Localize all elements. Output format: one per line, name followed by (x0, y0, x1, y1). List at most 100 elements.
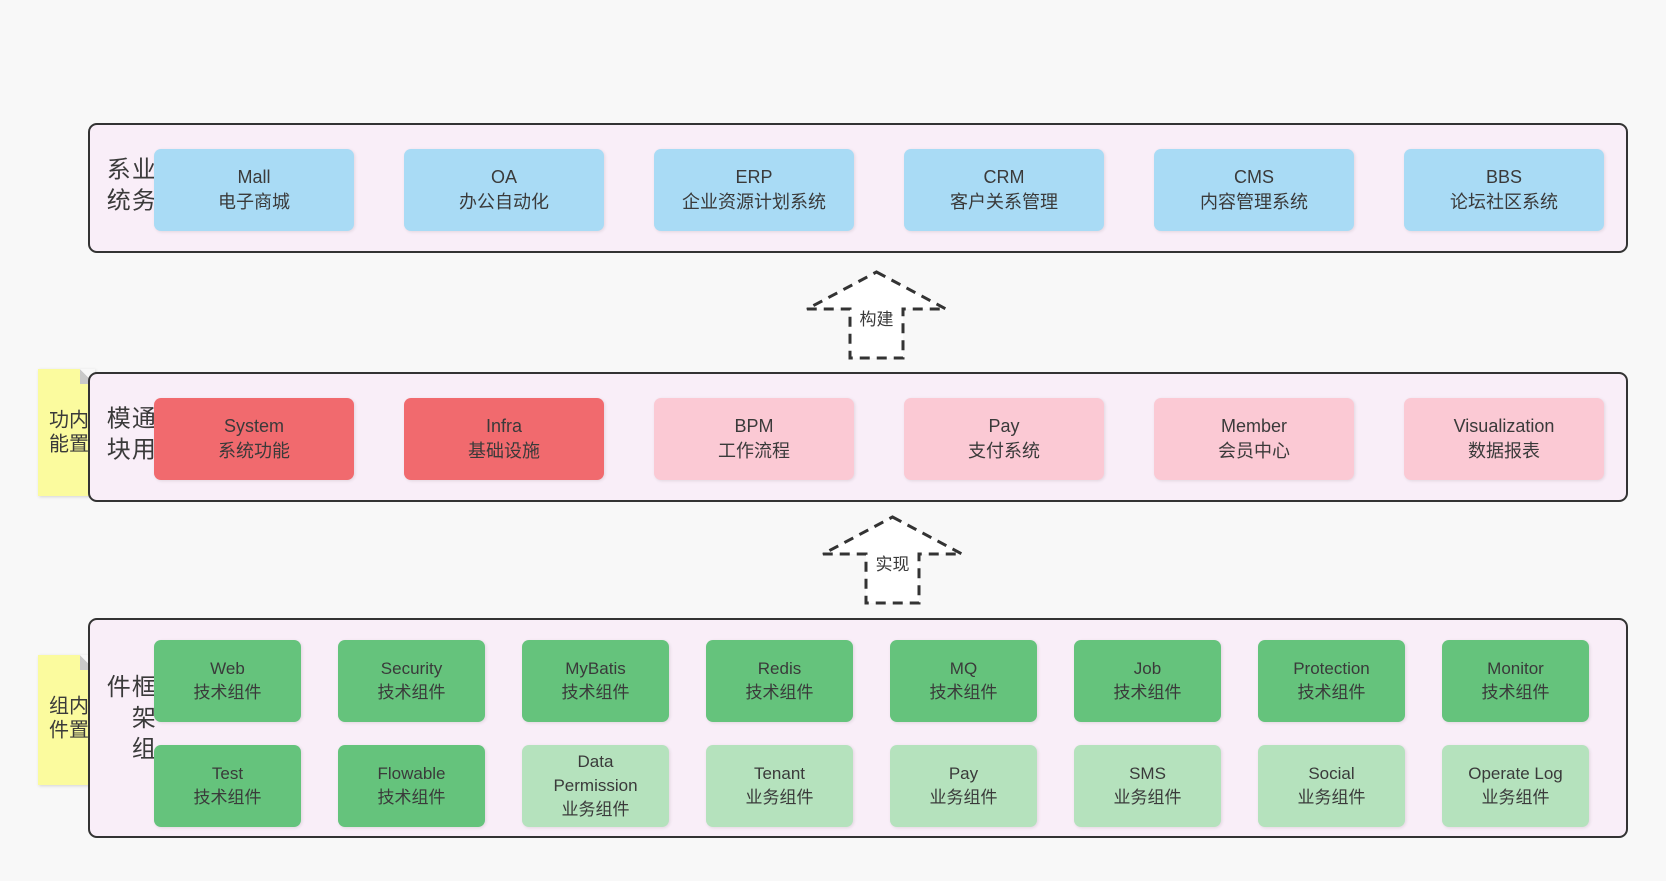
layer-label: 框架组件 (102, 674, 155, 767)
module-box-social: Social 业务组件 (1258, 745, 1405, 827)
module-name: BPM (734, 416, 774, 436)
module-box-security: Security 技术组件 (338, 640, 485, 722)
module-name: Pay (948, 764, 979, 783)
module-name: Pay (988, 416, 1020, 436)
module-name: Job (1133, 659, 1162, 678)
sticky-note-builtin-features: 内置功能 (38, 369, 95, 496)
module-desc: 技术组件 (745, 683, 814, 702)
implement-arrow: 实现 (820, 514, 965, 606)
module-box-member: Member 会员中心 (1154, 398, 1354, 480)
module-box-mq: MQ 技术组件 (890, 640, 1037, 722)
module-name: Test (211, 764, 244, 783)
module-box-pay: Pay 支付系统 (904, 398, 1104, 480)
module-name: MyBatis (565, 659, 626, 678)
module-box-job: Job 技术组件 (1074, 640, 1221, 722)
module-box-crm: CRM 客户关系管理 (904, 149, 1104, 231)
module-name: Monitor (1487, 659, 1544, 678)
module-box-mybatis: MyBatis 技术组件 (522, 640, 669, 722)
sticky-note-builtin-components: 内置组件 (38, 655, 95, 785)
module-box-monitor: Monitor 技术组件 (1442, 640, 1589, 722)
module-name: ERP (735, 167, 773, 187)
module-desc: 技术组件 (1481, 683, 1550, 702)
module-box-redis: Redis 技术组件 (706, 640, 853, 722)
module-desc: 业务组件 (1113, 788, 1182, 807)
module-name: Tenant (753, 764, 806, 783)
module-desc: 技术组件 (377, 683, 446, 702)
module-name: Security (380, 659, 443, 678)
module-desc: 办公自动化 (459, 192, 549, 212)
module-name: Social (1308, 764, 1355, 783)
module-desc: 工作流程 (718, 441, 790, 461)
module-box-operate-log: Operate Log 业务组件 (1442, 745, 1589, 827)
module-name: System (223, 416, 284, 436)
module-name: Member (1220, 416, 1287, 436)
module-desc: 系统功能 (218, 441, 290, 461)
sticky-note-label: 内置功能 (45, 408, 88, 457)
module-box-test: Test 技术组件 (154, 745, 301, 827)
module-desc: 数据报表 (1468, 441, 1540, 461)
module-box-bpm: BPM 工作流程 (654, 398, 854, 480)
arrow-label: 实现 (872, 550, 913, 575)
module-name: BBS (1485, 167, 1523, 187)
module-desc: 技术组件 (193, 683, 262, 702)
arrow-label: 构建 (856, 305, 897, 330)
module-box-oa: OA 办公自动化 (404, 149, 604, 231)
module-box-cms: CMS 内容管理系统 (1154, 149, 1354, 231)
layer-label: 业务系统 (102, 156, 155, 219)
build-arrow: 构建 (804, 269, 949, 361)
module-box-bbs: BBS 论坛社区系统 (1404, 149, 1604, 231)
module-desc: 业务组件 (1481, 788, 1550, 807)
module-desc: 技术组件 (561, 683, 630, 702)
module-box-tenant: Tenant 业务组件 (706, 745, 853, 827)
module-desc: 技术组件 (1113, 683, 1182, 702)
module-desc: 基础设施 (468, 441, 540, 461)
module-desc: 业务组件 (561, 800, 630, 819)
module-desc: 论坛社区系统 (1450, 192, 1558, 212)
module-desc: 业务组件 (1297, 788, 1366, 807)
layer-label: 通用模块 (102, 405, 155, 468)
module-box-flowable: Flowable 技术组件 (338, 745, 485, 827)
module-name: CMS (1234, 167, 1274, 187)
module-desc: 技术组件 (377, 788, 446, 807)
module-box-system: System 系统功能 (154, 398, 354, 480)
module-desc: 技术组件 (929, 683, 998, 702)
module-desc: 支付系统 (968, 441, 1040, 461)
module-name: OA (490, 167, 517, 187)
module-box-infra: Infra 基础设施 (404, 398, 604, 480)
module-name: Mall (237, 167, 271, 187)
module-box-data-permission: Data Permission 业务组件 (522, 745, 669, 827)
module-box-web: Web 技术组件 (154, 640, 301, 722)
module-box-mall: Mall 电子商城 (154, 149, 354, 231)
module-desc: 电子商城 (218, 192, 290, 212)
module-desc: 企业资源计划系统 (682, 192, 826, 212)
common-modules-layer: 通用模块 System 系统功能 Infra 基础设施 BPM 工作流程 Pay 支付系统 Me… (88, 372, 1628, 502)
module-desc: 技术组件 (193, 788, 262, 807)
module-name: Web (210, 659, 245, 678)
sticky-note-label: 内置组件 (45, 695, 88, 744)
module-name: SMS (1129, 764, 1166, 783)
module-box-erp: ERP 企业资源计划系统 (654, 149, 854, 231)
module-name: Redis (757, 659, 802, 678)
module-name: Flowable (377, 764, 446, 783)
module-name: Visualization (1453, 416, 1555, 436)
module-box-pay: Pay 业务组件 (890, 745, 1037, 827)
module-desc: 业务组件 (929, 788, 998, 807)
module-name: Protection (1293, 659, 1370, 678)
module-desc: 会员中心 (1218, 441, 1290, 461)
module-name: MQ (949, 659, 978, 678)
module-box-protection: Protection 技术组件 (1258, 640, 1405, 722)
module-name: Operate Log (1468, 764, 1563, 783)
module-name: Data Permission (553, 752, 638, 795)
module-desc: 内容管理系统 (1200, 192, 1308, 212)
box-row: System 系统功能 Infra 基础设施 BPM 工作流程 Pay 支付系统 Member 会… (154, 398, 1604, 480)
module-name: Infra (485, 416, 523, 436)
module-name: CRM (983, 167, 1025, 187)
module-desc: 客户关系管理 (950, 192, 1058, 212)
business-systems-layer: 业务系统 Mall 电子商城 OA 办公自动化 ERP 企业资源计划系统 CRM 客户关系管理… (88, 123, 1628, 253)
module-desc: 技术组件 (1297, 683, 1366, 702)
module-desc: 业务组件 (745, 788, 814, 807)
module-box-visualization: Visualization 数据报表 (1404, 398, 1604, 480)
